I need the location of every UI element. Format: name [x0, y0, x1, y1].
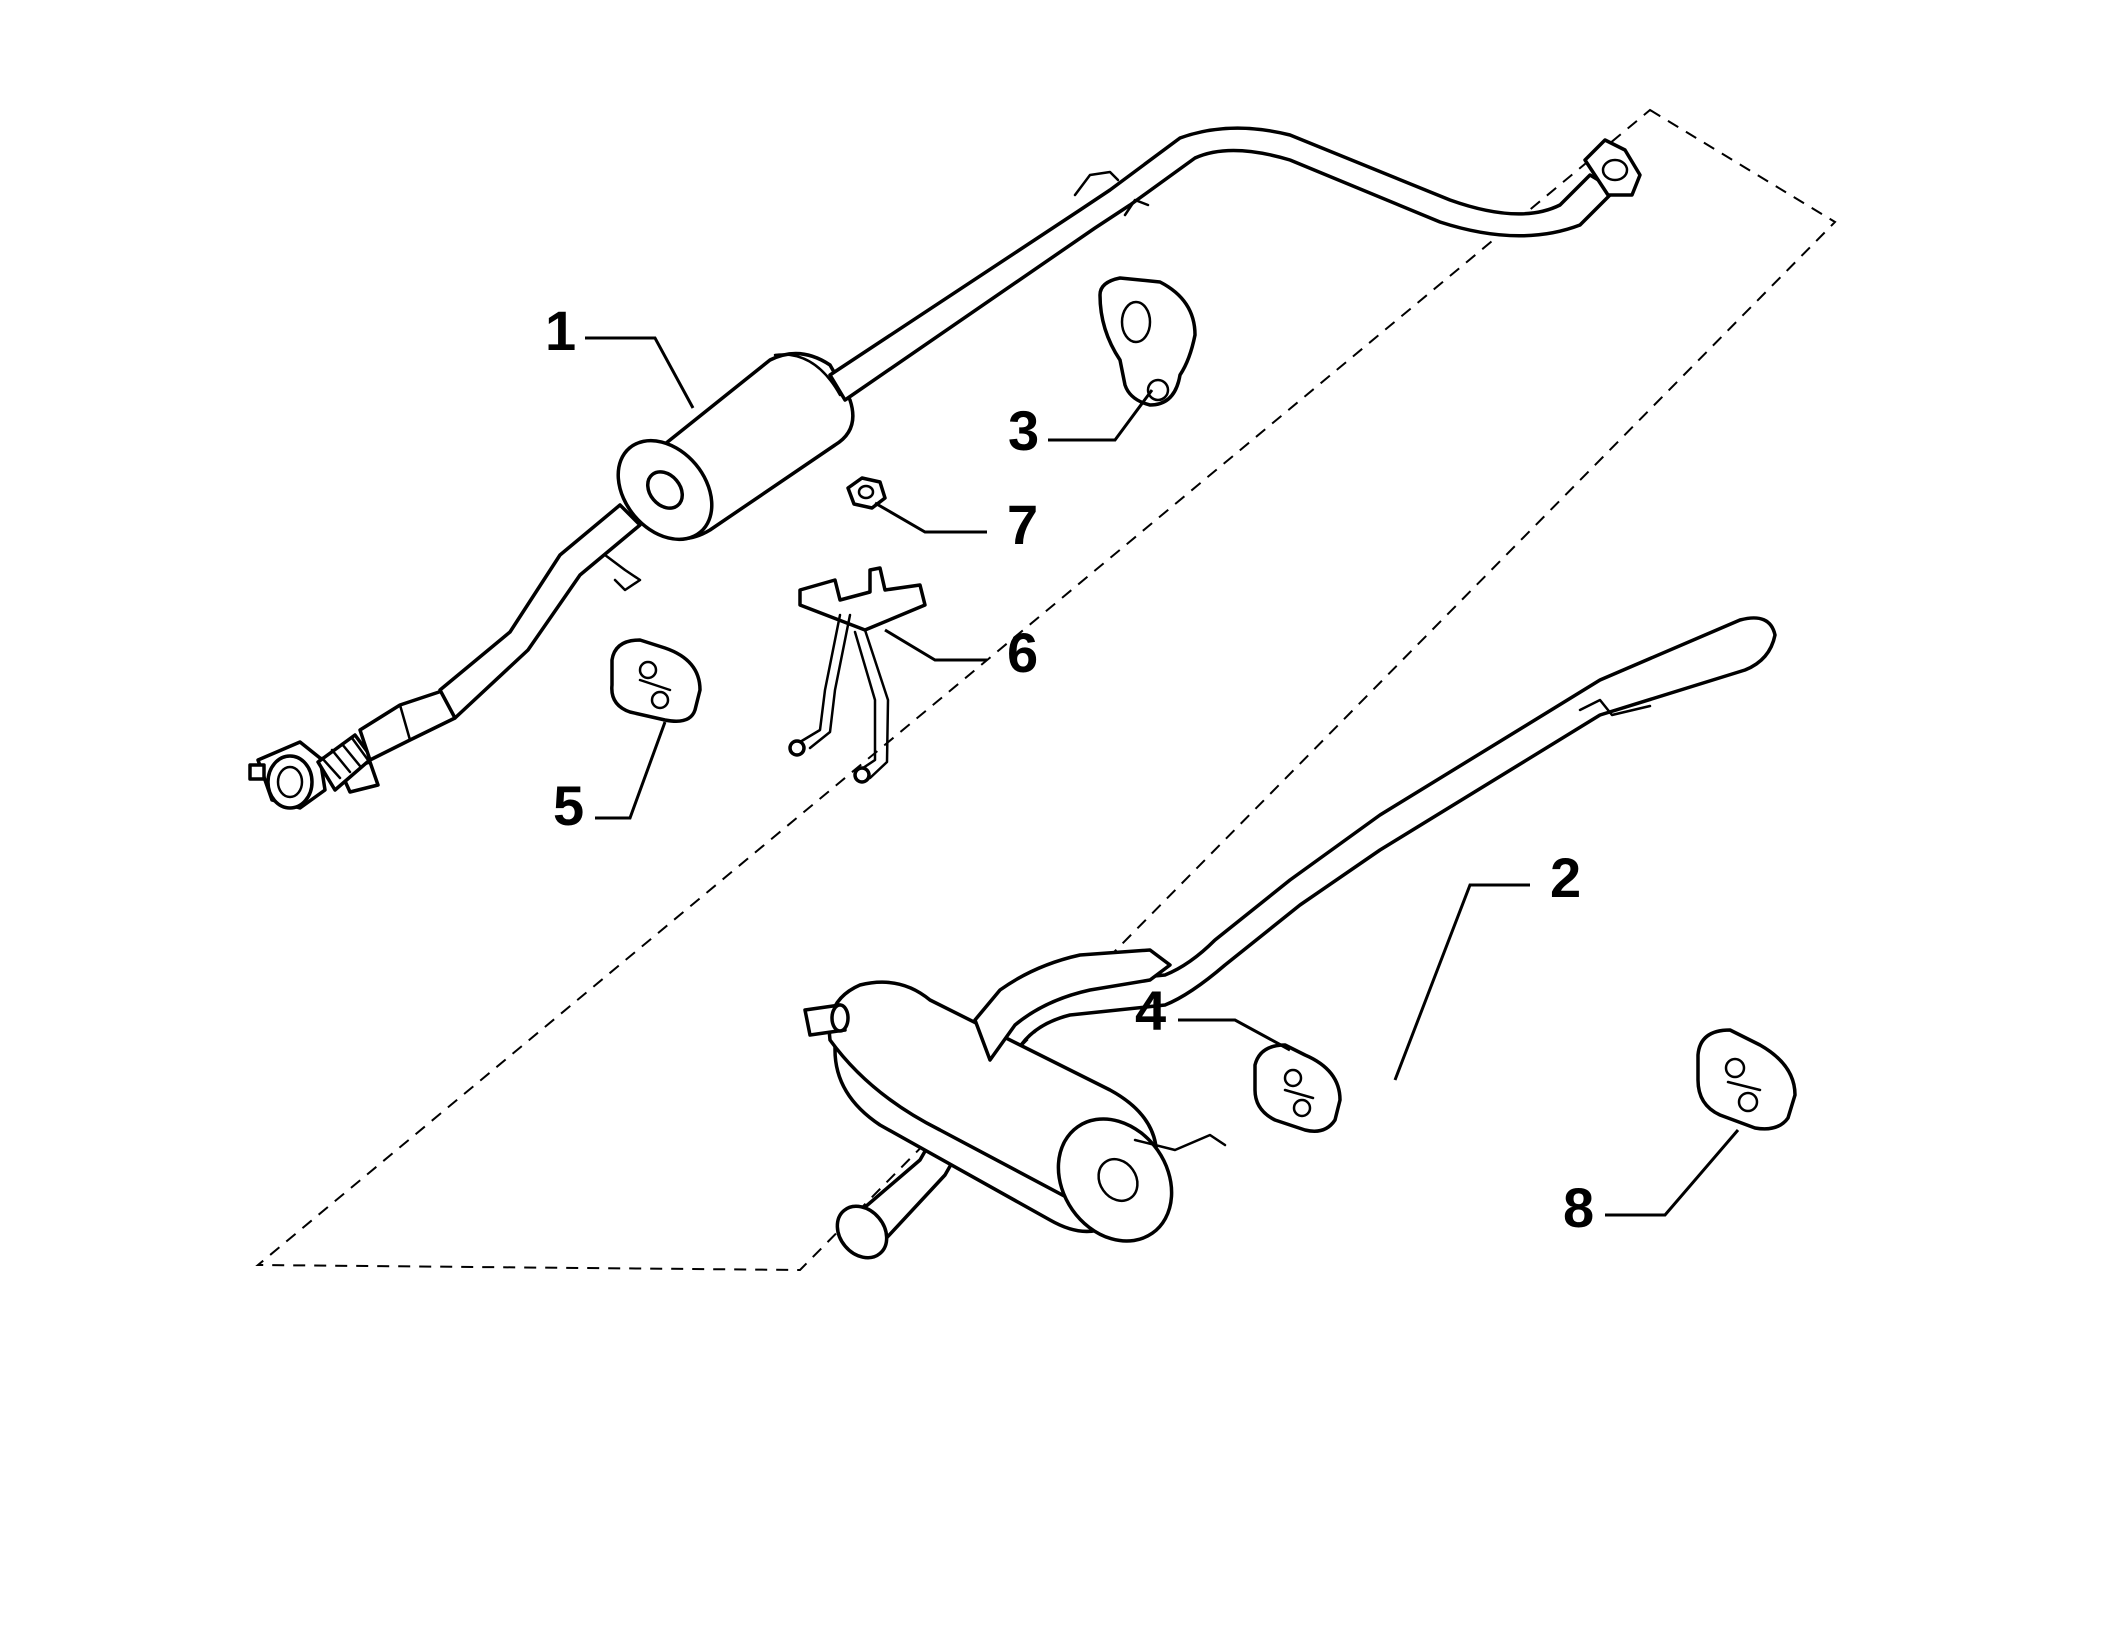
- callout-4: 4: [1135, 979, 1166, 1042]
- part-7-nut: [846, 476, 887, 510]
- callout-8: 8: [1563, 1176, 1594, 1239]
- part-5-rubber-hanger: [610, 638, 702, 723]
- part-2-rear-silencer: [803, 616, 1777, 1260]
- leader-line-8: [1605, 1129, 1740, 1217]
- leader-line-1: [585, 336, 695, 409]
- dashed-plane-outline: [255, 108, 1837, 1272]
- callout-6: 6: [1007, 621, 1038, 684]
- callout-2: 2: [1550, 846, 1581, 909]
- callout-1: 1: [545, 299, 576, 362]
- leader-line-3: [1048, 389, 1154, 442]
- part-6-bracket: [788, 566, 927, 784]
- leader-line-2: [1393, 883, 1530, 1081]
- part-3-gasket: [1098, 276, 1197, 407]
- part-8-rubber-hanger: [1696, 1028, 1797, 1131]
- leader-lines: [585, 336, 1740, 1217]
- callout-7: 7: [1007, 493, 1038, 556]
- part-1-front-pipe-with-silencer: [248, 126, 1642, 810]
- part-4-rubber-hanger: [1253, 1043, 1342, 1133]
- leader-line-6: [884, 628, 987, 662]
- callout-3: 3: [1008, 399, 1039, 462]
- leader-line-4: [1178, 1018, 1291, 1052]
- leader-line-7: [874, 501, 987, 534]
- callout-5: 5: [553, 774, 584, 837]
- leader-line-5: [595, 721, 667, 820]
- callout-labels: 1 2 3 4 5 6 7 8: [545, 299, 1594, 1239]
